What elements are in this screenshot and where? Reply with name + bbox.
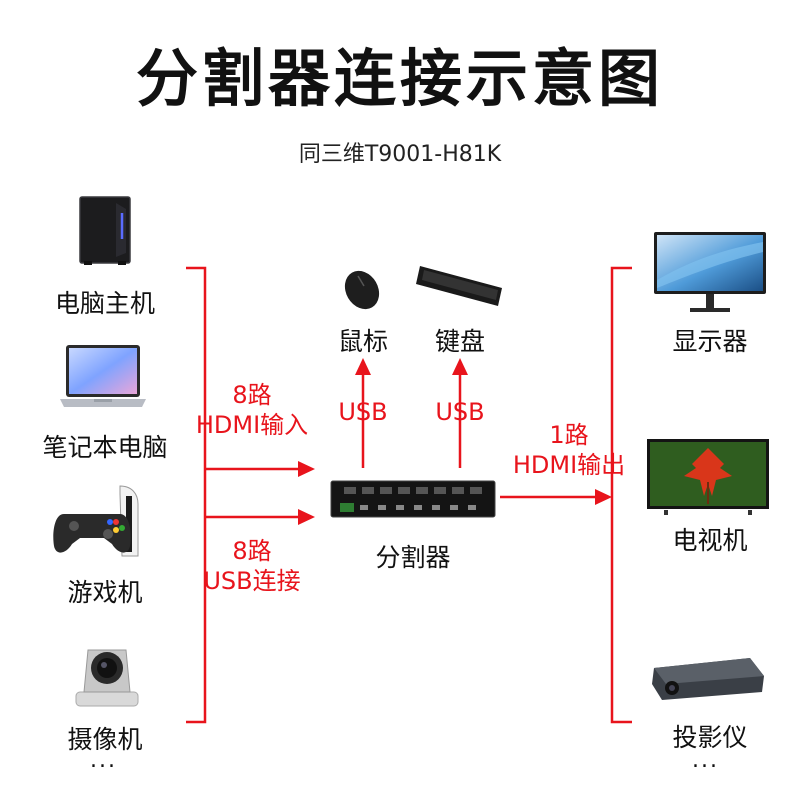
hdmi-output-caption: 1路 HDMI输出 [497, 420, 641, 480]
tv-icon [647, 439, 769, 515]
hdmi-input-text: HDMI输入 [195, 411, 309, 439]
ptz-camera-icon [75, 649, 139, 707]
input-label-laptop: 笔记本电脑 [42, 433, 168, 462]
usb-input-text: USB连接 [203, 567, 301, 595]
output-label-monitor: 显示器 [672, 327, 748, 356]
output-label-projector: 投影仪 [672, 723, 748, 752]
output-label-tv: 电视机 [672, 526, 748, 555]
hdmi-input-count: 8路 [232, 381, 272, 409]
usb-input-caption: 8路 USB连接 [190, 536, 314, 596]
hdmi-output-count: 1路 [549, 421, 589, 449]
hdmi-output-text: HDMI输出 [512, 451, 626, 479]
usb-input-count: 8路 [232, 537, 272, 565]
input-label-console: 游戏机 [67, 578, 143, 607]
hdmi-input-caption: 8路 HDMI输入 [190, 380, 314, 440]
outputs-more: ... [692, 748, 719, 773]
input-bracket [186, 266, 207, 724]
splitter-device-icon [330, 480, 496, 518]
splitter-label: 分割器 [375, 543, 451, 572]
mouse-icon [344, 270, 380, 310]
peripheral-label-mouse: 鼠标 [337, 327, 388, 356]
output-bracket [610, 266, 632, 724]
input-label-camera: 摄像机 [67, 725, 143, 754]
game-console-icon [53, 485, 139, 557]
laptop-icon [60, 345, 146, 407]
projector-icon [652, 658, 764, 700]
desktop-tower-icon [79, 196, 131, 265]
input-label-desktop: 电脑主机 [54, 289, 155, 318]
peripheral-label-keyboard: 键盘 [434, 327, 485, 356]
usb-mouse-caption: USB [338, 398, 388, 426]
usb-keyboard-caption: USB [435, 398, 485, 426]
page-title: 分割器连接示意图 [135, 42, 664, 115]
inputs-more: ... [90, 748, 117, 773]
model-subtitle: 同三维T9001-H81K [298, 142, 502, 167]
monitor-icon [654, 232, 766, 312]
keyboard-icon [416, 266, 502, 306]
